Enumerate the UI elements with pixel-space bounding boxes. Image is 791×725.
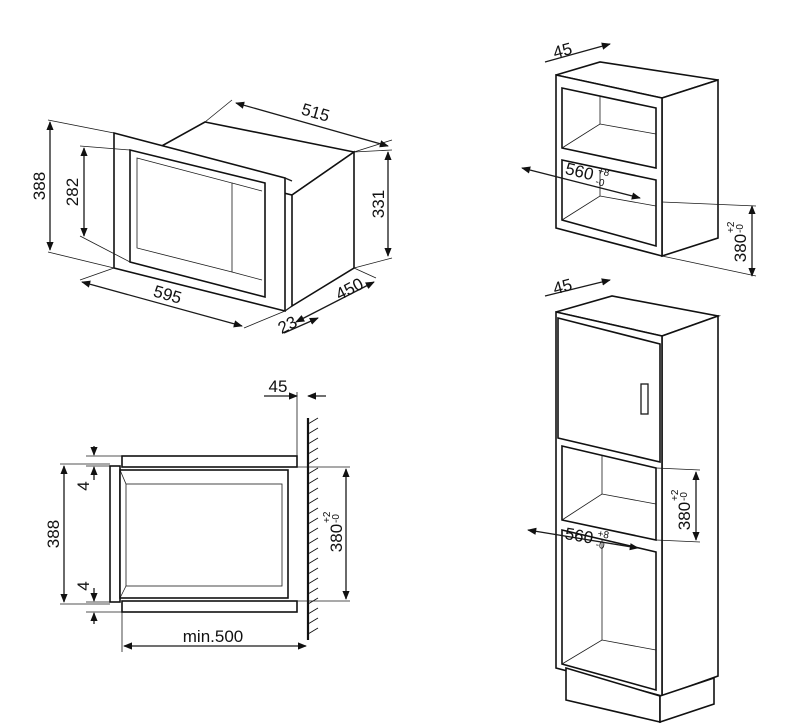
dim-331: 331 (369, 190, 388, 218)
svg-text:-0: -0 (595, 540, 606, 552)
oven-body-section (119, 469, 289, 599)
dim-45-side: 45 (269, 377, 288, 396)
dim-4-bottom: 4 (74, 581, 93, 590)
svg-text:+2: +2 (726, 221, 737, 233)
svg-text:+2: +2 (670, 489, 681, 501)
dim-23: 23 (275, 312, 300, 338)
wall-hatching (307, 417, 319, 635)
door-handle (640, 383, 649, 415)
cabinet-top-panel (121, 455, 298, 468)
dim-380-side: 380 +2 -0 (322, 511, 346, 552)
svg-text:+2: +2 (322, 511, 333, 523)
iso-oven-view: 388 282 515 331 595 450 23 (30, 100, 393, 338)
dim-380-tall: 380 +2 -0 (670, 489, 694, 530)
dim-560-tall: 560 +8 -0 (563, 524, 611, 552)
dim-282: 282 (63, 178, 82, 206)
oven-front-plate (109, 465, 121, 603)
tall-cabinet-view: 45 560 +8 -0 380 +2 -0 (527, 275, 722, 724)
wall-cabinet-view: 45 560 +8 -0 380 +2 -0 (521, 39, 757, 277)
dim-388-side: 388 (44, 520, 63, 548)
side-section-view: 45 388 4 4 380 +2 -0 min.500 (44, 377, 350, 652)
dim-380-wall: 380 +2 -0 (726, 221, 750, 262)
cabinet-bottom-panel (121, 600, 298, 613)
dim-45-tall: 45 (551, 275, 574, 298)
svg-text:380: 380 (731, 234, 750, 262)
oven-door-window (129, 148, 266, 299)
svg-text:+8: +8 (597, 166, 611, 180)
tall-cabinet-door (557, 316, 661, 464)
svg-text:560: 560 (563, 524, 594, 548)
svg-text:-0: -0 (679, 492, 690, 501)
svg-text:-0: -0 (331, 514, 342, 523)
dim-min-500: min.500 (183, 627, 243, 646)
dim-4-top: 4 (74, 481, 93, 490)
svg-text:-0: -0 (594, 177, 606, 190)
dim-388-outer: 388 (30, 172, 49, 200)
dim-45-wall: 45 (551, 39, 574, 62)
dim-595: 595 (151, 282, 184, 308)
svg-text:-0: -0 (735, 224, 746, 233)
svg-text:+8: +8 (597, 529, 611, 542)
svg-text:380: 380 (675, 502, 694, 530)
svg-text:380: 380 (327, 524, 346, 552)
